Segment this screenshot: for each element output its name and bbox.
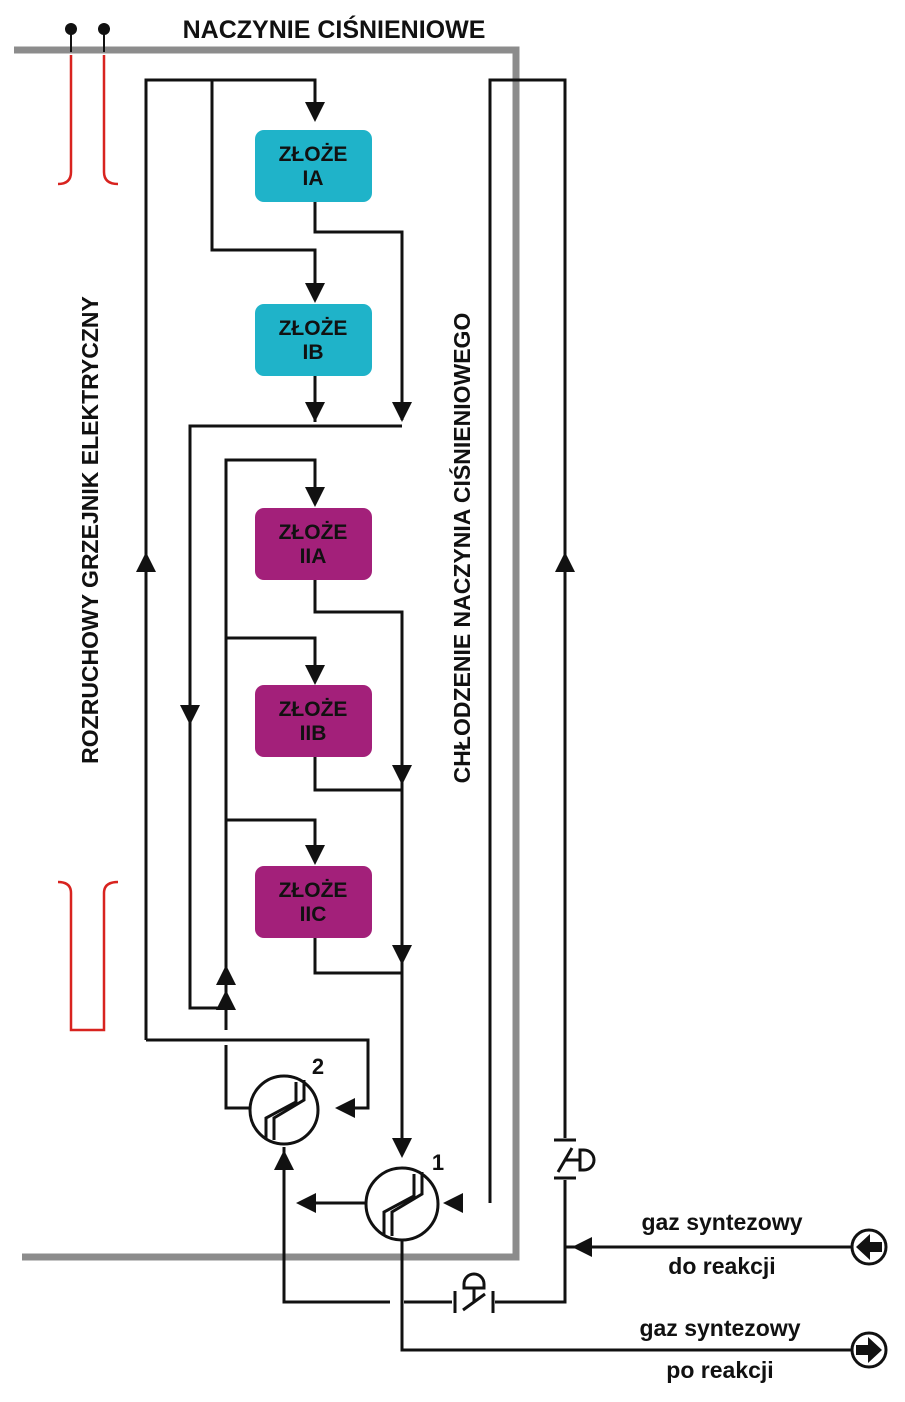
bed-box (255, 304, 372, 376)
outlet-label-line2: po reakcji (666, 1357, 773, 1383)
bed-title: ZŁOŻE (279, 698, 348, 721)
hx2-number: 2 (312, 1054, 324, 1079)
inlet-label-line1: gaz syntezowy (641, 1209, 802, 1235)
bed-id: IIA (300, 545, 327, 568)
heat-exchanger-1 (364, 1166, 440, 1242)
inlet-label-line2: do reakcji (668, 1253, 775, 1279)
vessel-title: NACZYNIE CIŚNIENIOWE (183, 14, 486, 44)
bed-box (255, 508, 372, 580)
bed-id: IB (303, 341, 324, 364)
cooling-label: CHŁODZENIE NACZYNIA CIŚNIENIOWEGO (448, 313, 475, 784)
heat-exchanger-2 (248, 1074, 320, 1146)
bed-box (255, 130, 372, 202)
bed-title: ZŁOŻE (279, 143, 348, 166)
bed-title: ZŁOŻE (279, 521, 348, 544)
bed-id: IIC (300, 903, 327, 926)
heater-element (57, 55, 119, 1032)
hx1-number: 1 (432, 1150, 444, 1175)
vessel-wall (14, 46, 520, 1261)
outlet-label-line1: gaz syntezowy (639, 1315, 800, 1341)
bed-id: IA (303, 167, 324, 190)
control-valve-horizontal (453, 1272, 495, 1313)
bed-title: ZŁOŻE (279, 879, 348, 902)
bed-title: ZŁOŻE (279, 317, 348, 340)
inlet-connector (850, 1228, 888, 1266)
flow-lines (144, 78, 852, 1352)
bed-box (255, 866, 372, 938)
flow-arrows (136, 102, 592, 1257)
bed-box (255, 685, 372, 757)
outlet-connector (850, 1331, 888, 1369)
heater-label: ROZRUCHOWY GRZEJNIK ELEKTRYCZNY (77, 296, 103, 764)
bed-id: IIB (300, 722, 327, 745)
control-valve-vertical (554, 1138, 596, 1180)
